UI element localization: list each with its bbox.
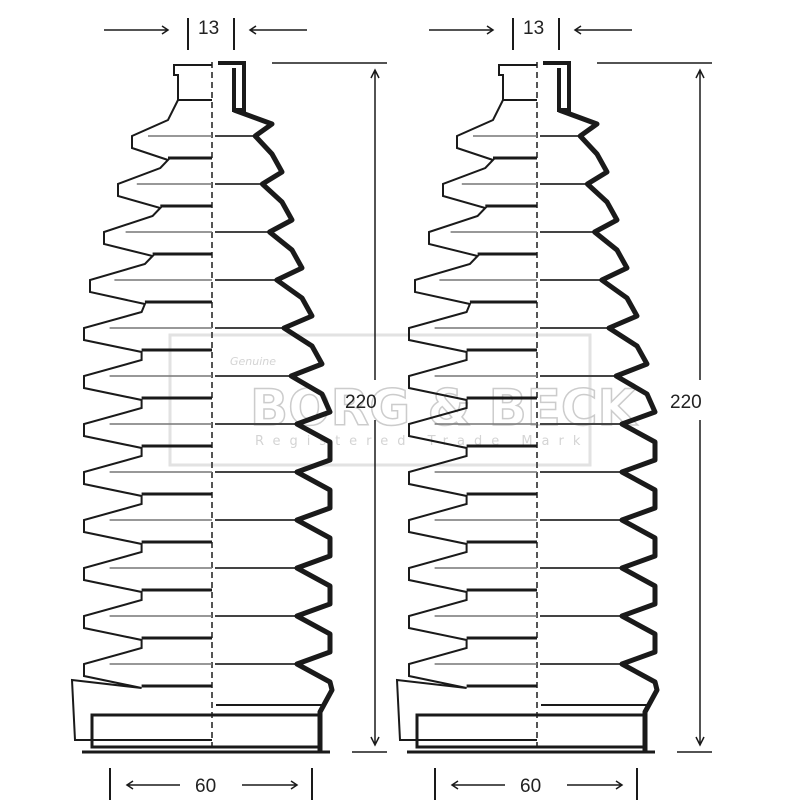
boot-left [70, 18, 387, 800]
watermark-tagline-text: Registered Trade Mark [255, 434, 589, 449]
boot-right [395, 18, 712, 800]
right-length-dimension-label: 220 [670, 392, 702, 413]
base-dim-arrow-left [125, 780, 180, 790]
right-neck-dimension-label: 13 [523, 18, 544, 39]
neck-dim-arrow-right [573, 25, 632, 35]
base-dim-arrow-right [567, 780, 624, 790]
base-dim-arrow-right [242, 780, 299, 790]
neck-dim-arrow-left [429, 25, 495, 35]
bellows-right-profile [558, 107, 660, 752]
base-collar [415, 713, 647, 749]
neck-outline-left [498, 64, 537, 101]
neck-outline-left [173, 64, 212, 101]
neck-outline-right [218, 61, 246, 112]
bellows-left-outline [395, 99, 537, 741]
base-collar [90, 713, 322, 749]
base-dim-arrow-left [450, 780, 505, 790]
bellows-left-outline [70, 99, 212, 741]
left-neck-dimension-label: 13 [198, 18, 219, 39]
neck-dim-arrow-right [248, 25, 307, 35]
watermark-small-text: Genuine [230, 355, 276, 368]
length-dim-arrow [695, 68, 705, 747]
length-dim-arrow [370, 68, 380, 747]
bellows-right-profile [233, 107, 335, 752]
right-base-dimension-label: 60 [520, 776, 541, 797]
left-base-dimension-label: 60 [195, 776, 216, 797]
neck-outline-right [543, 61, 571, 112]
watermark-logo: Genuine BORG & BECK Registered Trade Mar… [168, 333, 639, 467]
left-length-dimension-label: 220 [345, 392, 377, 413]
neck-dim-arrow-left [104, 25, 170, 35]
watermark-frame [168, 333, 592, 467]
